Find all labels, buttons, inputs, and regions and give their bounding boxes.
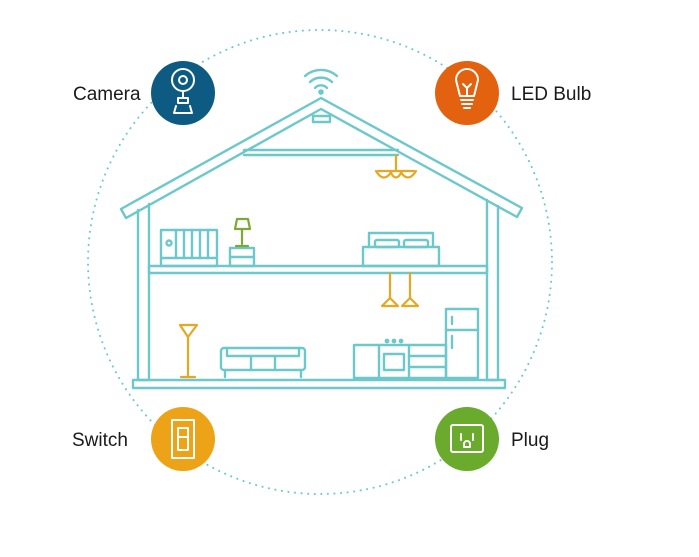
light-switch-icon	[171, 419, 195, 459]
led-bulb-label: LED Bulb	[511, 84, 592, 105]
wifi-icon	[303, 68, 339, 95]
camera-icon	[171, 68, 195, 114]
camera-badge[interactable]	[151, 61, 215, 125]
switch-label: Switch	[72, 430, 128, 451]
power-outlet-icon	[450, 424, 484, 453]
camera-label: Camera	[73, 84, 141, 105]
crib	[159, 228, 219, 268]
pendant-lights	[380, 271, 420, 308]
house-roof	[119, 96, 524, 220]
led-bulb-badge[interactable]	[435, 61, 499, 125]
light-bulb-icon	[455, 68, 479, 109]
chandelier	[374, 153, 418, 179]
floor-lamp	[178, 323, 199, 379]
nightstand	[228, 246, 256, 268]
bed	[361, 231, 441, 268]
plug-label: Plug	[511, 430, 550, 451]
plug-badge[interactable]	[435, 407, 499, 471]
switch-badge[interactable]	[151, 407, 215, 471]
sofa	[219, 346, 307, 379]
network-coverage-circle	[87, 29, 553, 495]
kitchen-counter	[352, 338, 448, 380]
house-frame	[131, 198, 507, 390]
refrigerator	[444, 307, 480, 380]
table-lamp	[233, 217, 252, 248]
